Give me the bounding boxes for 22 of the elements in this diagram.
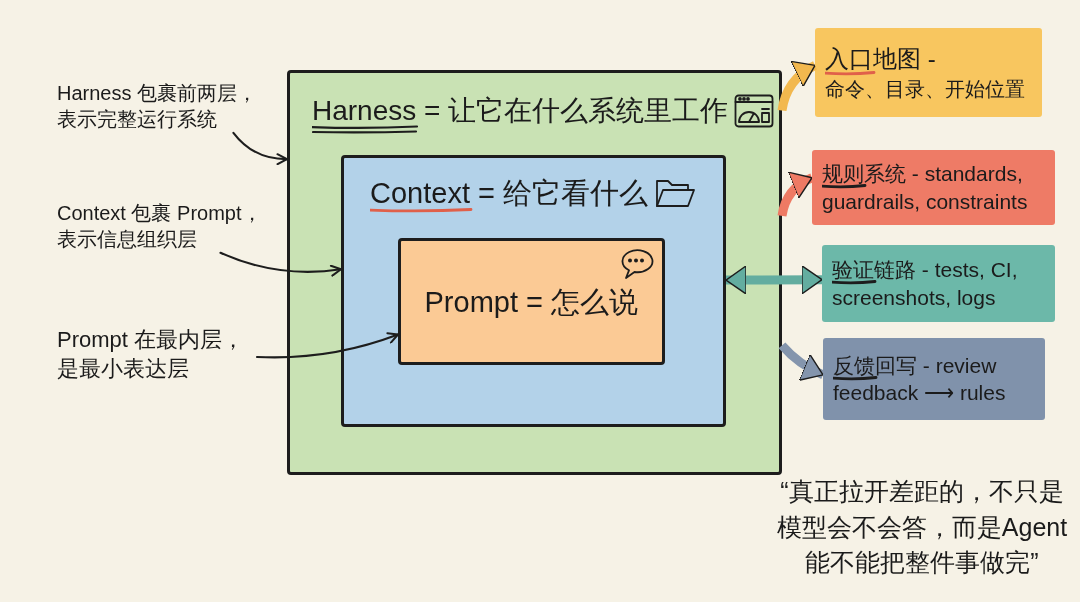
layer-title: Harness = 让它在什么系统里工作 — [312, 93, 729, 134]
arrow — [255, 332, 400, 359]
tag-box — [822, 245, 1055, 322]
arrow — [219, 251, 343, 277]
arrow — [777, 61, 818, 112]
tag-box — [812, 150, 1055, 225]
layer-title: Prompt = 怎么说 — [424, 284, 639, 320]
double-arrow — [725, 265, 823, 295]
note-text: Context 包裹 Prompt，表示信息组织层 — [57, 200, 275, 253]
layer-box — [287, 70, 782, 475]
layer-box — [398, 238, 665, 365]
arrow — [232, 131, 289, 165]
note-text: Harness 包裹前两层，表示完整运行系统 — [57, 80, 267, 133]
note-text: Prompt 在最内层，是最小表达层 — [57, 325, 257, 384]
tag-box — [815, 28, 1042, 117]
quote-text: “真正拉开差距的，不只是模型会不会答，而是Agent 能不能把整件事做完” — [775, 476, 1069, 578]
tag-text: 命令、目录、开始位置 — [825, 77, 1026, 103]
layer-title: Context = 给它看什么 — [370, 175, 648, 214]
arrow — [777, 172, 814, 217]
tag-box — [823, 338, 1045, 420]
layer-box — [341, 155, 726, 427]
arrow — [778, 342, 825, 381]
